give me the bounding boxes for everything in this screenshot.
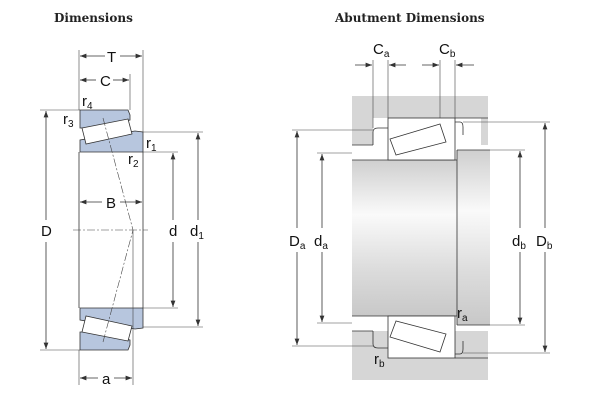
label-B: B (106, 195, 116, 212)
label-Db: Db (536, 233, 553, 252)
label-D: D (41, 223, 52, 240)
roller-bottom (81, 315, 133, 342)
outer-ring-bottom (79, 331, 131, 351)
label-r3: r3 (63, 111, 74, 130)
dimensions-title: Dimensions (54, 11, 133, 25)
label-da: da (314, 233, 328, 252)
label-ra: ra (457, 305, 468, 324)
label-Ca: Ca (373, 41, 390, 60)
bearing-cross-section (40, 50, 203, 385)
label-r1: r1 (146, 135, 157, 154)
outer-ring-top (79, 109, 131, 129)
shaft-shoulder (457, 150, 490, 325)
label-C: C (100, 73, 111, 90)
inner-ring-bottom (79, 307, 144, 330)
shaft (352, 160, 457, 316)
label-r2: r2 (128, 151, 139, 170)
label-r4: r4 (82, 93, 93, 112)
right-labels: Ca Cb Da da db Db ra rb (289, 41, 553, 370)
label-d1: d1 (190, 223, 204, 242)
roller-top (81, 118, 133, 145)
label-rb: rb (374, 351, 385, 370)
left-labels: T C r4 r3 r1 r2 B D d d1 a (41, 49, 204, 388)
abutment-dimensions-title: Abutment Dimensions (335, 11, 485, 25)
abutment-cross-section (292, 60, 550, 380)
label-db: db (512, 233, 526, 252)
label-Da: Da (289, 233, 306, 252)
label-T: T (107, 49, 116, 66)
label-a: a (102, 371, 111, 388)
label-Cb: Cb (439, 41, 456, 60)
label-d: d (169, 223, 177, 240)
